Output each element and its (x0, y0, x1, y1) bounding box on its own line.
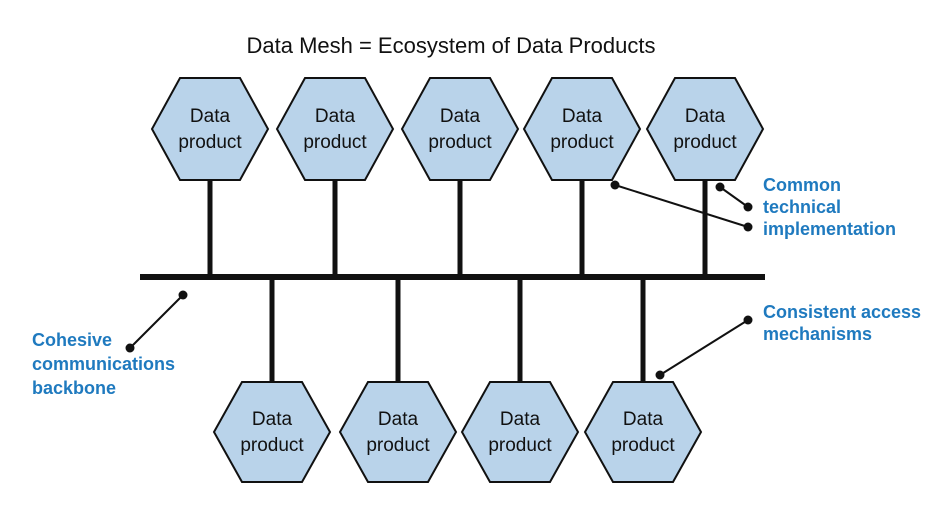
data-product-label-line1: Data (685, 106, 726, 127)
data-product-label-line2: product (428, 132, 492, 153)
data-product-top-3: Data product (400, 77, 520, 181)
data-product-bottom-2: Data product (338, 381, 458, 483)
leader-dot (743, 202, 753, 212)
data-product-label-line1: Data (315, 106, 356, 127)
annotation-line: Cohesive (32, 330, 112, 350)
bottom-stems (269, 277, 646, 390)
data-product-hexagon (583, 381, 703, 483)
leader-dot (743, 222, 753, 232)
data-product-hexagon (275, 77, 395, 181)
annotation-consistent-access: Consistent access mechanisms (763, 302, 921, 344)
leader-dot (655, 370, 665, 380)
data-product-hexagon (212, 381, 332, 483)
data-product-hexagon (400, 77, 520, 181)
data-product-bottom-3: Data product (460, 381, 580, 483)
data-product-label-line1: Data (378, 409, 419, 430)
leader-line (719, 186, 749, 208)
data-product-label-line2: product (303, 132, 367, 153)
data-product-hexagon (460, 381, 580, 483)
data-product-label-line1: Data (252, 409, 293, 430)
data-product-label-line2: product (673, 132, 737, 153)
data-product-hexagon (522, 77, 642, 181)
data-product-top-1: Data product (150, 77, 270, 181)
leader-line (659, 319, 749, 376)
data-product-label-line1: Data (623, 409, 664, 430)
data-product-label-line2: product (488, 435, 552, 456)
data-product-top-5: Data product (645, 77, 765, 181)
data-product-label-line2: product (240, 435, 304, 456)
annotation-line: communications (32, 354, 175, 374)
data-product-label-line1: Data (562, 106, 603, 127)
data-product-hexagon (338, 381, 458, 483)
data-product-top-4: Data product (522, 77, 642, 181)
cohesive-backbone-leader (125, 290, 188, 353)
leader-dot (743, 315, 753, 325)
annotation-line: technical (763, 197, 841, 217)
common-technical-leaders (610, 180, 753, 232)
data-product-label-line2: product (178, 132, 242, 153)
annotation-line: Consistent access (763, 302, 921, 322)
annotation-common-technical: Common technical implementation (763, 175, 896, 239)
data-product-bottom-4: Data product (583, 381, 703, 483)
annotation-line: Common (763, 175, 841, 195)
data-product-label-line1: Data (190, 106, 231, 127)
data-product-label-line2: product (366, 435, 430, 456)
top-stems (207, 180, 708, 277)
data-product-label-line2: product (611, 435, 675, 456)
leader-dot (715, 182, 725, 192)
data-product-label-line1: Data (500, 409, 541, 430)
consistent-access-leader (655, 315, 753, 380)
data-product-top-2: Data product (275, 77, 395, 181)
annotation-line: implementation (763, 219, 896, 239)
data-product-label-line2: product (550, 132, 614, 153)
leader-dot (125, 343, 135, 353)
annotation-line: backbone (32, 378, 116, 398)
leader-dot (610, 180, 620, 190)
leader-line (129, 294, 184, 349)
diagram-title: Data Mesh = Ecosystem of Data Products (246, 33, 655, 58)
leader-dot (178, 290, 188, 300)
data-product-hexagon (150, 77, 270, 181)
annotation-cohesive-backbone: Cohesive communications backbone (32, 330, 175, 398)
data-product-bottom-1: Data product (212, 381, 332, 483)
data-product-label-line1: Data (440, 106, 481, 127)
leader-line (614, 184, 749, 228)
annotation-line: mechanisms (763, 324, 872, 344)
data-product-hexagon (645, 77, 765, 181)
